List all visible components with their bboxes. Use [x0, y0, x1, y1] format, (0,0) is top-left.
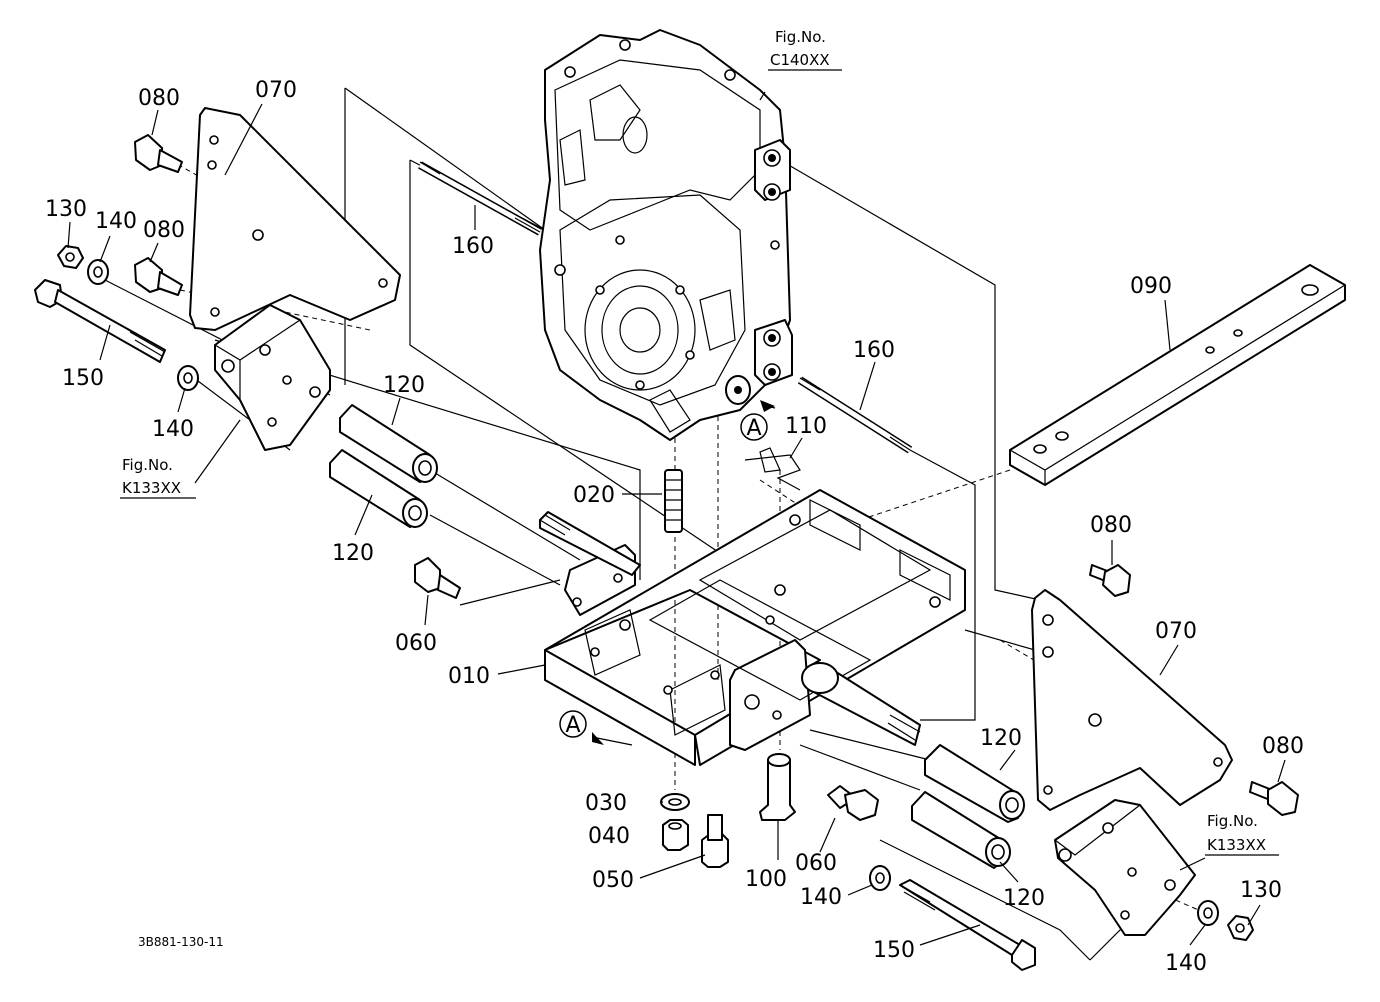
callout-080: 080 [138, 86, 180, 111]
bolt-150-right [899, 879, 1036, 971]
stud-020 [664, 469, 683, 533]
callout-050: 050 [592, 868, 634, 893]
nut-040 [662, 819, 689, 851]
callout-100: 100 [745, 867, 787, 892]
callout-140: 140 [152, 417, 194, 442]
washer-140-right-left [869, 865, 891, 891]
callout-120: 120 [980, 726, 1022, 751]
callout-110: 110 [785, 414, 827, 439]
callout-140: 140 [800, 885, 842, 910]
figure-ref-k133xx-right-line2: K133XX [1207, 836, 1266, 854]
view-marker-a-bottom-letter: A [565, 713, 580, 738]
stud-bolt-160-lower [797, 376, 913, 454]
callout-130: 130 [45, 197, 87, 222]
bolt-080-right-top [1089, 564, 1131, 597]
callout-140: 140 [95, 209, 137, 234]
bushing-120-left-lower [329, 449, 428, 528]
callout-070: 070 [255, 78, 297, 103]
callout-070: 070 [1155, 619, 1197, 644]
bushing-120-left-upper [339, 404, 438, 483]
callout-140: 140 [1165, 951, 1207, 976]
washer-140-left-top [87, 259, 109, 285]
figure-ref-c140xx-line2: C140XX [770, 51, 830, 69]
bolt-150-left [34, 279, 166, 363]
transmission-case [539, 29, 793, 441]
callout-leaders [67, 91, 1286, 946]
nut-130-left [57, 245, 84, 269]
bolt-080-left-mid [134, 257, 183, 296]
nut-130-right [1227, 915, 1254, 941]
bushing-120-right-lower [911, 791, 1011, 869]
view-marker-a-bottom: A [559, 710, 633, 746]
callout-150: 150 [873, 938, 915, 963]
collar-near-case [725, 375, 751, 405]
washer-140-left-bottom [177, 365, 199, 391]
washer-140-right-right [1197, 900, 1219, 926]
figure-ref-c140xx-line1: Fig.No. [775, 28, 826, 46]
callout-090: 090 [1130, 274, 1172, 299]
drawing-code: 3B881-130-11 [138, 935, 224, 949]
callout-160: 160 [853, 338, 895, 363]
bolt-080-left-top [134, 134, 183, 173]
figure-ref-k133xx-left-line1: Fig.No. [122, 456, 173, 474]
bracket-block-left [214, 304, 331, 451]
bracket-plate-070-right [1031, 589, 1233, 811]
callout-130: 130 [1240, 878, 1282, 903]
bushing-120-right-upper [924, 744, 1025, 823]
bolt-060-left [414, 557, 461, 599]
callout-150: 150 [62, 366, 104, 391]
clip-110 [744, 447, 801, 491]
figure-ref-k133xx-right: Fig.No. K133XX [1205, 812, 1279, 856]
stud-bolt-160-upper [418, 161, 542, 236]
washer-030 [660, 793, 690, 811]
figure-ref-k133xx-left-line2: K133XX [122, 479, 181, 497]
bracket-block-right [1054, 799, 1196, 936]
bolt-050 [701, 814, 729, 868]
figure-ref-c140xx: Fig.No. C140XX [768, 28, 842, 71]
callout-040: 040 [588, 824, 630, 849]
part-callouts: 080 070 130 140 080 150 140 160 120 120 … [45, 78, 1304, 976]
callout-080: 080 [1262, 734, 1304, 759]
callout-080: 080 [1090, 513, 1132, 538]
callout-120: 120 [1003, 886, 1045, 911]
callout-120: 120 [332, 541, 374, 566]
view-marker-a-top-letter: A [746, 416, 761, 441]
callout-020: 020 [573, 483, 615, 508]
bolt-080-right-bottom [1249, 781, 1299, 816]
figure-ref-k133xx-right-line1: Fig.No. [1207, 812, 1258, 830]
callout-060: 060 [395, 631, 437, 656]
drawbar-090 [1009, 264, 1346, 486]
callout-080: 080 [143, 218, 185, 243]
figure-ref-k133xx-left: Fig.No. K133XX [120, 456, 196, 499]
callout-160: 160 [452, 234, 494, 259]
bracket-plate-070-left [189, 107, 401, 331]
callout-030: 030 [585, 791, 627, 816]
bolt-060-right [827, 785, 879, 821]
callout-120: 120 [383, 373, 425, 398]
callout-010: 010 [448, 664, 490, 689]
pin-100 [759, 753, 796, 821]
main-bracket-010 [539, 489, 966, 766]
view-marker-a-top: A [740, 400, 776, 441]
callout-060: 060 [795, 851, 837, 876]
